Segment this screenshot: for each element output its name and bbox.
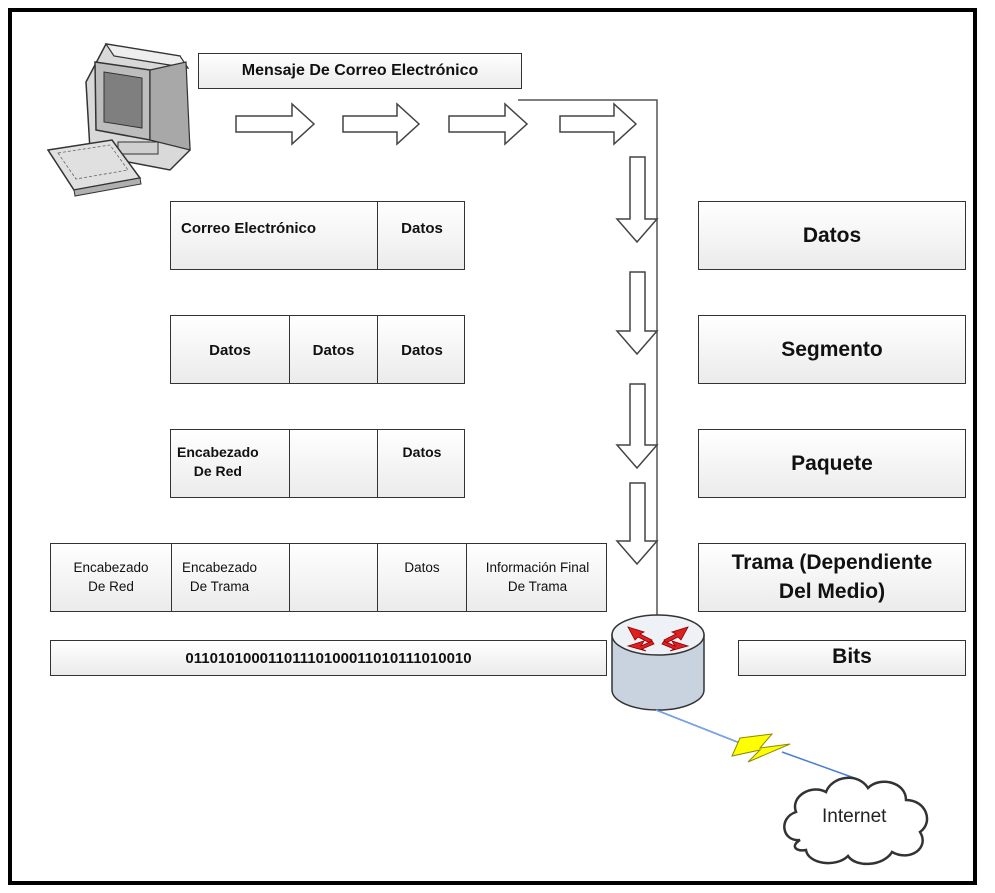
frame-cell-net-header: Encabezado De Red [51,544,171,611]
segment-label-3: Datos [401,342,443,359]
segment-cell-2: Datos [289,316,377,383]
layer-frame-label: Trama (Dependiente Del Medio) [731,551,933,603]
right-arrow-icon [342,102,421,146]
cloud-icon [783,776,929,865]
segment-cell-1: Datos [171,316,289,383]
computer-icon [46,43,191,197]
frame-cell-empty [289,544,377,611]
row-data-label-email: Correo Electrónico [181,220,317,237]
row-data-label-data: Datos [401,220,443,237]
packet-cell-data: Datos [377,430,466,497]
frame-label-frame-header: Encabezado De Trama [182,560,258,594]
segment-cell-3: Datos [377,316,466,383]
layer-segment-label: Segmento [781,338,883,361]
down-arrow-icon [615,156,659,244]
frame-label-net-header: Encabezado De Red [73,560,149,594]
down-arrow-icon [615,383,659,470]
segment-label-2: Datos [312,342,355,359]
segment-label-1: Datos [209,342,251,359]
row-bits: 01101010001101110100011010111010010 [50,640,607,676]
frame-cell-data: Datos [377,544,466,611]
packet-cell-header: Encabezado De Red [171,430,289,497]
row-packet: Encabezado De Red Datos [170,429,465,498]
message-title-box: Mensaje De Correo Electrónico [198,53,522,89]
packet-cell-empty [289,430,377,497]
down-arrow-icon [615,271,659,356]
right-arrow-icon [559,102,638,146]
frame-label-trailer: Información Final De Trama [485,560,590,594]
layer-packet-label: Paquete [791,452,873,475]
router-icon [611,614,705,711]
layer-bits-box: Bits [738,640,966,676]
layer-data-label: Datos [802,224,862,247]
layer-data-box: Datos [698,201,966,270]
row-data: Correo Electrónico Datos [170,201,465,270]
layer-packet-box: Paquete [698,429,966,498]
bits-value: 01101010001101110100011010111010010 [185,650,472,667]
down-arrow-icon [615,482,659,566]
row-segment: Datos Datos Datos [170,315,465,384]
flow-line [518,99,658,640]
frame-cell-trailer: Información Final De Trama [466,544,608,611]
right-arrow-icon [235,102,316,146]
cloud-label: Internet [822,806,887,827]
packet-label-header: Encabezado De Red [177,444,259,479]
row-data-cell: Datos [377,202,466,269]
frame-cell-frame-header: Encabezado De Trama [171,544,289,611]
lightning-icon [655,709,861,781]
layer-segment-box: Segmento [698,315,966,384]
layer-frame-box: Trama (Dependiente Del Medio) [698,543,966,612]
right-arrow-icon [448,102,529,146]
message-title: Mensaje De Correo Electrónico [241,62,479,79]
row-frame: Encabezado De Red Encabezado De Trama Da… [50,543,607,612]
layer-bits-label: Bits [832,645,872,668]
frame-label-data: Datos [404,560,440,575]
packet-label-data: Datos [402,444,442,460]
